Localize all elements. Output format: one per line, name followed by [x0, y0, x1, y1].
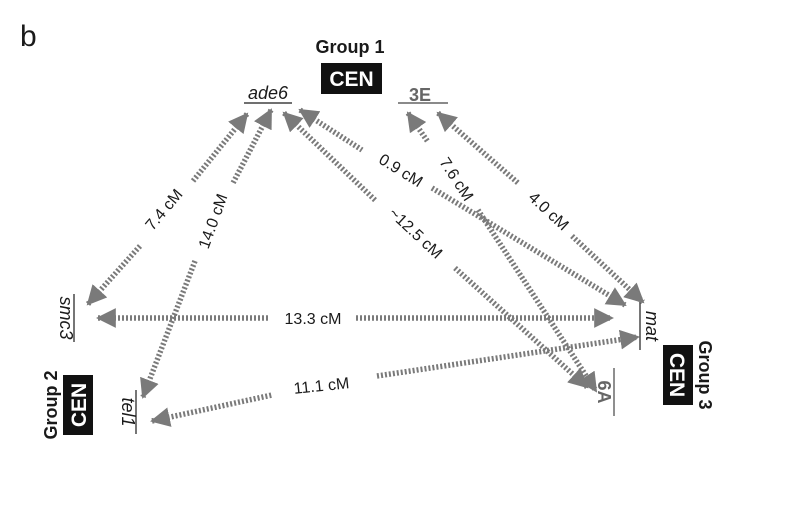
group-1-cen-box: [321, 63, 382, 94]
arrow-tel1-mat-b: [376, 329, 640, 379]
locus-ade6: ade6: [244, 83, 292, 104]
arrow-ade6-tel1-b: [140, 260, 198, 399]
group-1: Group 1 CEN: [315, 37, 385, 94]
arrow-3E-6A-a: [405, 111, 431, 144]
arrow-tel1-mat-a: [150, 392, 273, 427]
group-3: CEN Group 3: [663, 340, 715, 410]
arrow-ade6-mat-a: [298, 107, 364, 153]
group-3-cen-box: [663, 345, 693, 405]
locus-mat: mat: [639, 302, 662, 350]
distance-tel1-mat: 11.1 cM: [293, 375, 350, 398]
group-1-title: Group 1: [315, 37, 384, 57]
distance-smc3-mat: 13.3 cM: [285, 311, 342, 328]
distance-labels: 7.4 cM 14.0 cM 0.9 cM ~12.5 cM 7.6 cM 4.…: [143, 151, 572, 398]
group-3-title: Group 3: [695, 340, 715, 409]
distance-ade6-smc3: 7.4 cM: [143, 186, 187, 234]
arrow-ade6-tel1-a: [230, 108, 274, 185]
arrow-ade6-mat-b: [430, 185, 627, 308]
group-2: CEN Group 2: [41, 370, 93, 440]
group-2-cen-label: CEN: [68, 383, 91, 427]
distance-ade6-mat: 0.9 cM: [376, 151, 426, 191]
arrow-3E-mat-a: [436, 110, 520, 186]
locus-ade6-label: ade6: [248, 83, 289, 103]
locus-6A: 6A: [594, 368, 615, 416]
group-3-cen-label: CEN: [665, 353, 688, 397]
arrow-3E-mat-b: [570, 233, 645, 305]
locus-3E-label: 3E: [409, 85, 431, 105]
distance-ade6-tel1: 14.0 cM: [196, 192, 231, 251]
arrow-ade6-6A-b: [453, 265, 589, 390]
distance-ade6-6A: ~12.5 cM: [385, 205, 445, 263]
group-2-cen-box: [63, 375, 93, 435]
locus-mat-label: mat: [642, 311, 662, 342]
locus-smc3: smc3: [56, 294, 76, 342]
locus-6A-label: 6A: [594, 380, 614, 403]
arrow-ade6-smc3-b: [85, 244, 143, 306]
group-1-cen-label: CEN: [329, 68, 373, 91]
locus-tel1-label: tel1: [118, 397, 138, 426]
group-2-title: Group 2: [41, 370, 61, 439]
arrow-ade6-6A-a: [282, 111, 378, 203]
distance-3E-mat: 4.0 cM: [525, 189, 572, 234]
locus-3E: 3E: [398, 85, 448, 105]
locus-tel1: tel1: [118, 390, 138, 434]
panel-label: b: [20, 20, 37, 53]
arrow-3E-6A-b: [475, 208, 599, 393]
arrows: [85, 107, 645, 427]
locus-smc3-label: smc3: [56, 296, 76, 339]
